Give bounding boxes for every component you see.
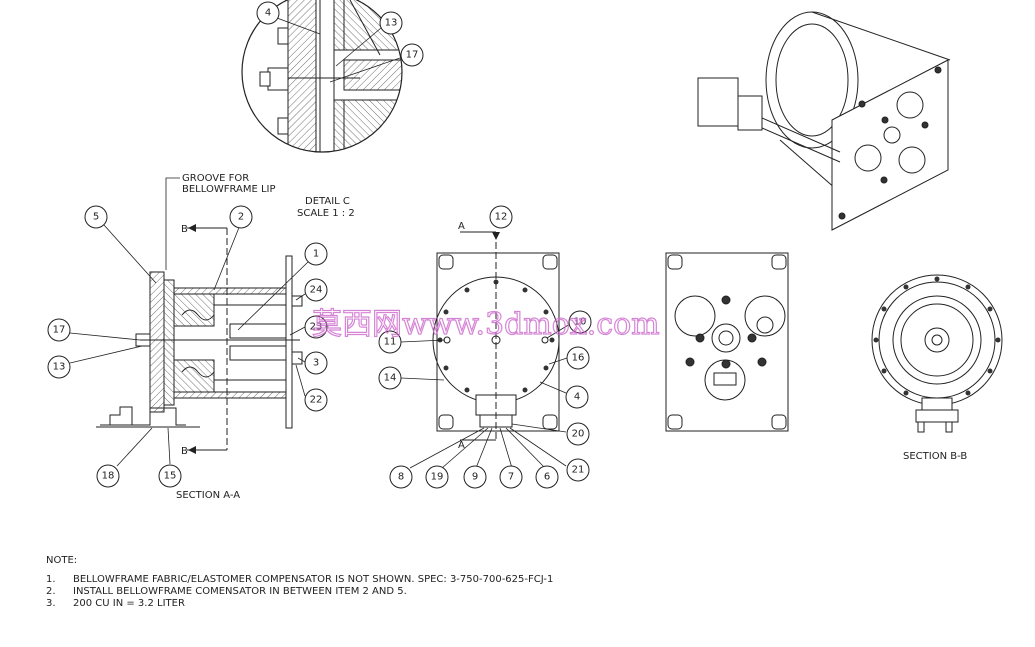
balloons-front-view: 12 11 10 16 14 4 20 21 8 19 9 7 6 bbox=[378, 205, 592, 489]
svg-text:12: 12 bbox=[495, 212, 508, 223]
svg-text:14: 14 bbox=[384, 373, 397, 384]
balloon: 6 bbox=[535, 465, 559, 489]
balloon: 23 bbox=[304, 315, 328, 339]
balloon: 8 bbox=[389, 465, 413, 489]
balloon: 9 bbox=[463, 465, 487, 489]
section-b-b-bolts bbox=[873, 276, 1001, 396]
svg-text:2: 2 bbox=[238, 212, 244, 223]
svg-text:17: 17 bbox=[53, 325, 66, 336]
svg-text:11: 11 bbox=[384, 337, 397, 348]
balloon: 1 bbox=[304, 242, 328, 266]
svg-text:22: 22 bbox=[310, 395, 323, 406]
note-number: 2. bbox=[46, 586, 56, 597]
isometric-view bbox=[697, 11, 951, 231]
svg-text:21: 21 bbox=[572, 465, 585, 476]
svg-text:23: 23 bbox=[310, 322, 323, 333]
balloon: 20 bbox=[566, 422, 590, 446]
balloons-detail: 4 13 17 bbox=[256, 1, 424, 67]
balloon: 11 bbox=[378, 330, 402, 354]
note-text: BELLOWFRAME FABRIC/ELASTOMER COMPENSATOR… bbox=[73, 574, 553, 585]
groove-label-line1: GROOVE FOR bbox=[182, 173, 249, 184]
detail-title: DETAIL C bbox=[305, 196, 350, 207]
balloon: 13 bbox=[379, 11, 403, 35]
svg-text:8: 8 bbox=[398, 472, 404, 483]
svg-text:18: 18 bbox=[102, 471, 115, 482]
svg-text:24: 24 bbox=[310, 285, 323, 296]
balloon: 2 bbox=[229, 205, 253, 229]
section-b-b-label: SECTION B-B bbox=[903, 451, 967, 462]
svg-text:13: 13 bbox=[385, 18, 398, 29]
svg-text:16: 16 bbox=[572, 353, 585, 364]
balloons-section-a-a: 5 2 1 24 23 3 22 17 13 18 15 bbox=[47, 205, 328, 488]
balloon: 7 bbox=[499, 465, 523, 489]
svg-text:17: 17 bbox=[406, 50, 419, 61]
svg-text:5: 5 bbox=[93, 212, 99, 223]
notes-block: NOTE: 1. BELLOWFRAME FABRIC/ELASTOMER CO… bbox=[46, 555, 553, 609]
balloon: 4 bbox=[565, 385, 589, 409]
cut-label-a-top: A bbox=[458, 221, 465, 232]
svg-text:19: 19 bbox=[431, 472, 444, 483]
balloon: 22 bbox=[304, 388, 328, 412]
cut-label-b-bottom: B bbox=[181, 446, 188, 457]
note-text: 200 CU IN = 3.2 LITER bbox=[73, 598, 185, 609]
balloon: 21 bbox=[566, 458, 590, 482]
section-b-b-view bbox=[871, 274, 1003, 433]
balloon: 13 bbox=[47, 355, 71, 379]
detail-scale: SCALE 1 : 2 bbox=[297, 208, 355, 219]
cut-label-b-top: B bbox=[181, 224, 188, 235]
balloon: 18 bbox=[96, 464, 120, 488]
balloon: 10 bbox=[568, 310, 592, 334]
balloon: 4 bbox=[256, 1, 280, 25]
balloon: 5 bbox=[84, 205, 108, 229]
balloon: 12 bbox=[489, 205, 513, 229]
note-text: INSTALL BELLOWFRAME COMENSATOR IN BETWEE… bbox=[73, 586, 407, 597]
cut-label-a-bottom: A bbox=[458, 440, 465, 451]
svg-text:15: 15 bbox=[164, 471, 177, 482]
svg-text:20: 20 bbox=[572, 429, 585, 440]
svg-text:10: 10 bbox=[574, 317, 587, 328]
balloon: 17 bbox=[400, 43, 424, 67]
svg-text:1: 1 bbox=[313, 249, 319, 260]
notes-heading: NOTE: bbox=[46, 555, 77, 566]
balloon: 14 bbox=[378, 366, 402, 390]
section-a-a-label: SECTION A-A bbox=[176, 490, 240, 501]
groove-label-line2: BELLOWFRAME LIP bbox=[182, 184, 276, 195]
svg-text:9: 9 bbox=[472, 472, 478, 483]
balloon: 24 bbox=[304, 278, 328, 302]
svg-text:4: 4 bbox=[265, 8, 271, 19]
watermark: 莫西网www.3dmox.com bbox=[312, 307, 660, 342]
front-view-bolt-circle bbox=[437, 279, 555, 393]
note-number: 3. bbox=[46, 598, 56, 609]
note-number: 1. bbox=[46, 574, 56, 585]
section-a-a-view bbox=[96, 255, 303, 429]
svg-text:3: 3 bbox=[313, 358, 319, 369]
svg-text:13: 13 bbox=[53, 362, 66, 373]
balloon: 3 bbox=[304, 351, 328, 375]
balloon: 16 bbox=[566, 346, 590, 370]
rear-view bbox=[665, 252, 789, 432]
balloon: 15 bbox=[158, 464, 182, 488]
svg-text:4: 4 bbox=[574, 392, 580, 403]
balloon: 19 bbox=[425, 465, 449, 489]
svg-text:6: 6 bbox=[544, 472, 550, 483]
svg-text:7: 7 bbox=[508, 472, 514, 483]
balloon: 17 bbox=[47, 318, 71, 342]
